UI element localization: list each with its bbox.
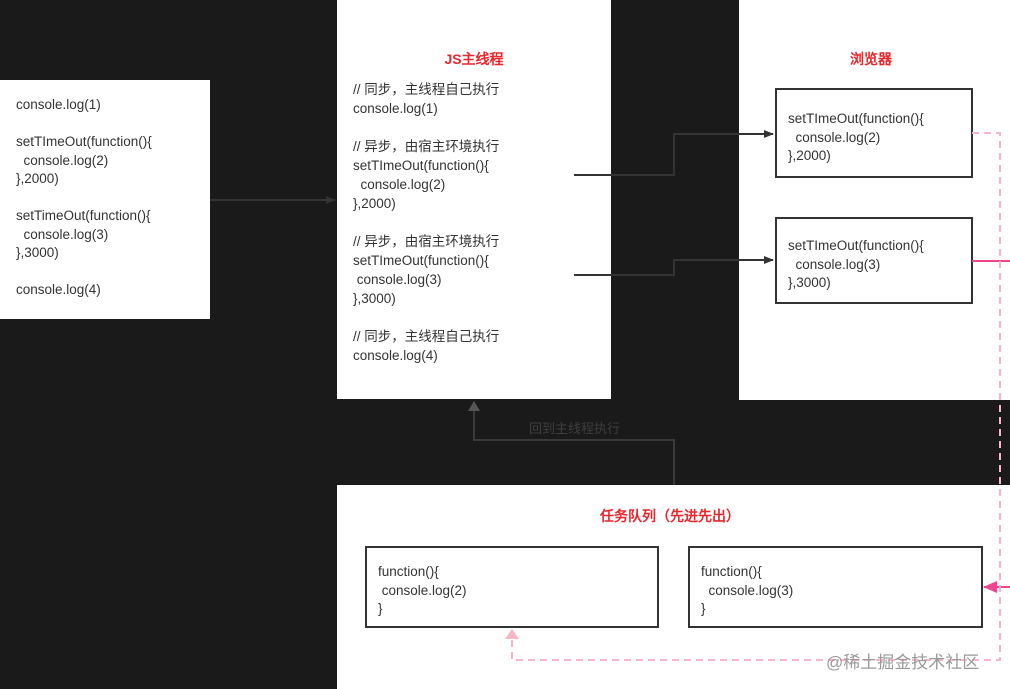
browser-timer-3000: setTImeOut(function(){ console.log(3) },… xyxy=(775,217,973,304)
task-queue-title: 任务队列（先进先出） xyxy=(600,508,740,524)
main-thread-code: // 同步，主线程自己执行 console.log(1) // 异步，由宿主环境… xyxy=(353,82,500,363)
browser-title: 浏览器 xyxy=(850,51,892,67)
return-to-main-label: 回到主线程执行 xyxy=(529,421,621,436)
main-thread-box: JS主线程 // 同步，主线程自己执行 console.log(1) // 异步… xyxy=(337,0,611,399)
watermark: @稀土掘金技术社区 xyxy=(826,653,980,672)
task-queue-item-1: function(){ console.log(2) } xyxy=(365,546,659,628)
arrow-main-to-timer-2 xyxy=(574,256,774,276)
arrow-queue-to-main xyxy=(468,401,675,485)
arrow-main-to-timer-1 xyxy=(574,130,774,176)
main-thread-title: JS主线程 xyxy=(444,51,504,67)
source-code: console.log(1) setTImeOut(function(){ co… xyxy=(16,97,152,297)
dashed-arrow-timer-1-to-queue xyxy=(505,132,1001,661)
source-code-box: console.log(1) setTImeOut(function(){ co… xyxy=(0,80,210,319)
task-queue-item-2: function(){ console.log(3) } xyxy=(688,546,983,628)
browser-box: 浏览器 xyxy=(739,0,1010,400)
